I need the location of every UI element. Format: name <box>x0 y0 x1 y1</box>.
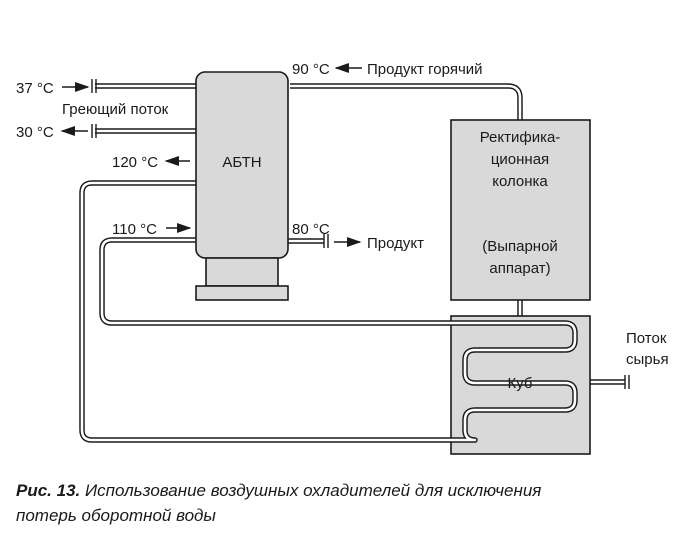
abtn-foot <box>195 285 289 301</box>
label-evaporator-1: (Выпарной <box>482 238 558 255</box>
label-hot-product: Продукт горячий <box>367 61 483 78</box>
label-110c: 110 °C <box>112 221 157 238</box>
label-evaporator-2: аппарат) <box>489 260 550 277</box>
label-80c: 80 °C <box>292 221 330 238</box>
label-90c: 90 °C <box>292 61 330 78</box>
process-diagram: 37 °C Греющий поток 30 °C 120 °C 110 °C … <box>16 61 669 455</box>
label-abtn: АБТН <box>222 154 261 171</box>
label-column-3: колонка <box>492 173 548 190</box>
label-feed-1: Поток <box>626 330 667 347</box>
caption-text-line1: Использование воздушных охладителей для … <box>80 481 542 500</box>
label-kub: Куб <box>508 375 533 392</box>
flow-arrows <box>60 62 362 248</box>
figure-caption: Рис. 13. Использование воздушных охладит… <box>16 478 666 528</box>
abtn-base <box>205 257 279 287</box>
label-product: Продукт <box>367 235 424 252</box>
caption-text-line2: потерь оборотной воды <box>16 506 216 525</box>
caption-number: Рис. 13. <box>16 481 81 500</box>
label-heating-flow: Греющий поток <box>62 101 169 118</box>
label-37c: 37 °C <box>16 80 54 97</box>
label-30c: 30 °C <box>16 124 54 141</box>
label-feed-2: сырья <box>626 351 669 368</box>
pipe-hot-product <box>290 83 523 120</box>
flanges <box>91 79 630 389</box>
kub-coil <box>450 320 578 443</box>
label-column-2: ционная <box>491 151 549 168</box>
label-column-1: Ректифика- <box>480 129 561 146</box>
label-120c: 120 °C <box>112 154 158 171</box>
rectification-column <box>450 119 591 301</box>
pipe-network <box>79 83 625 443</box>
